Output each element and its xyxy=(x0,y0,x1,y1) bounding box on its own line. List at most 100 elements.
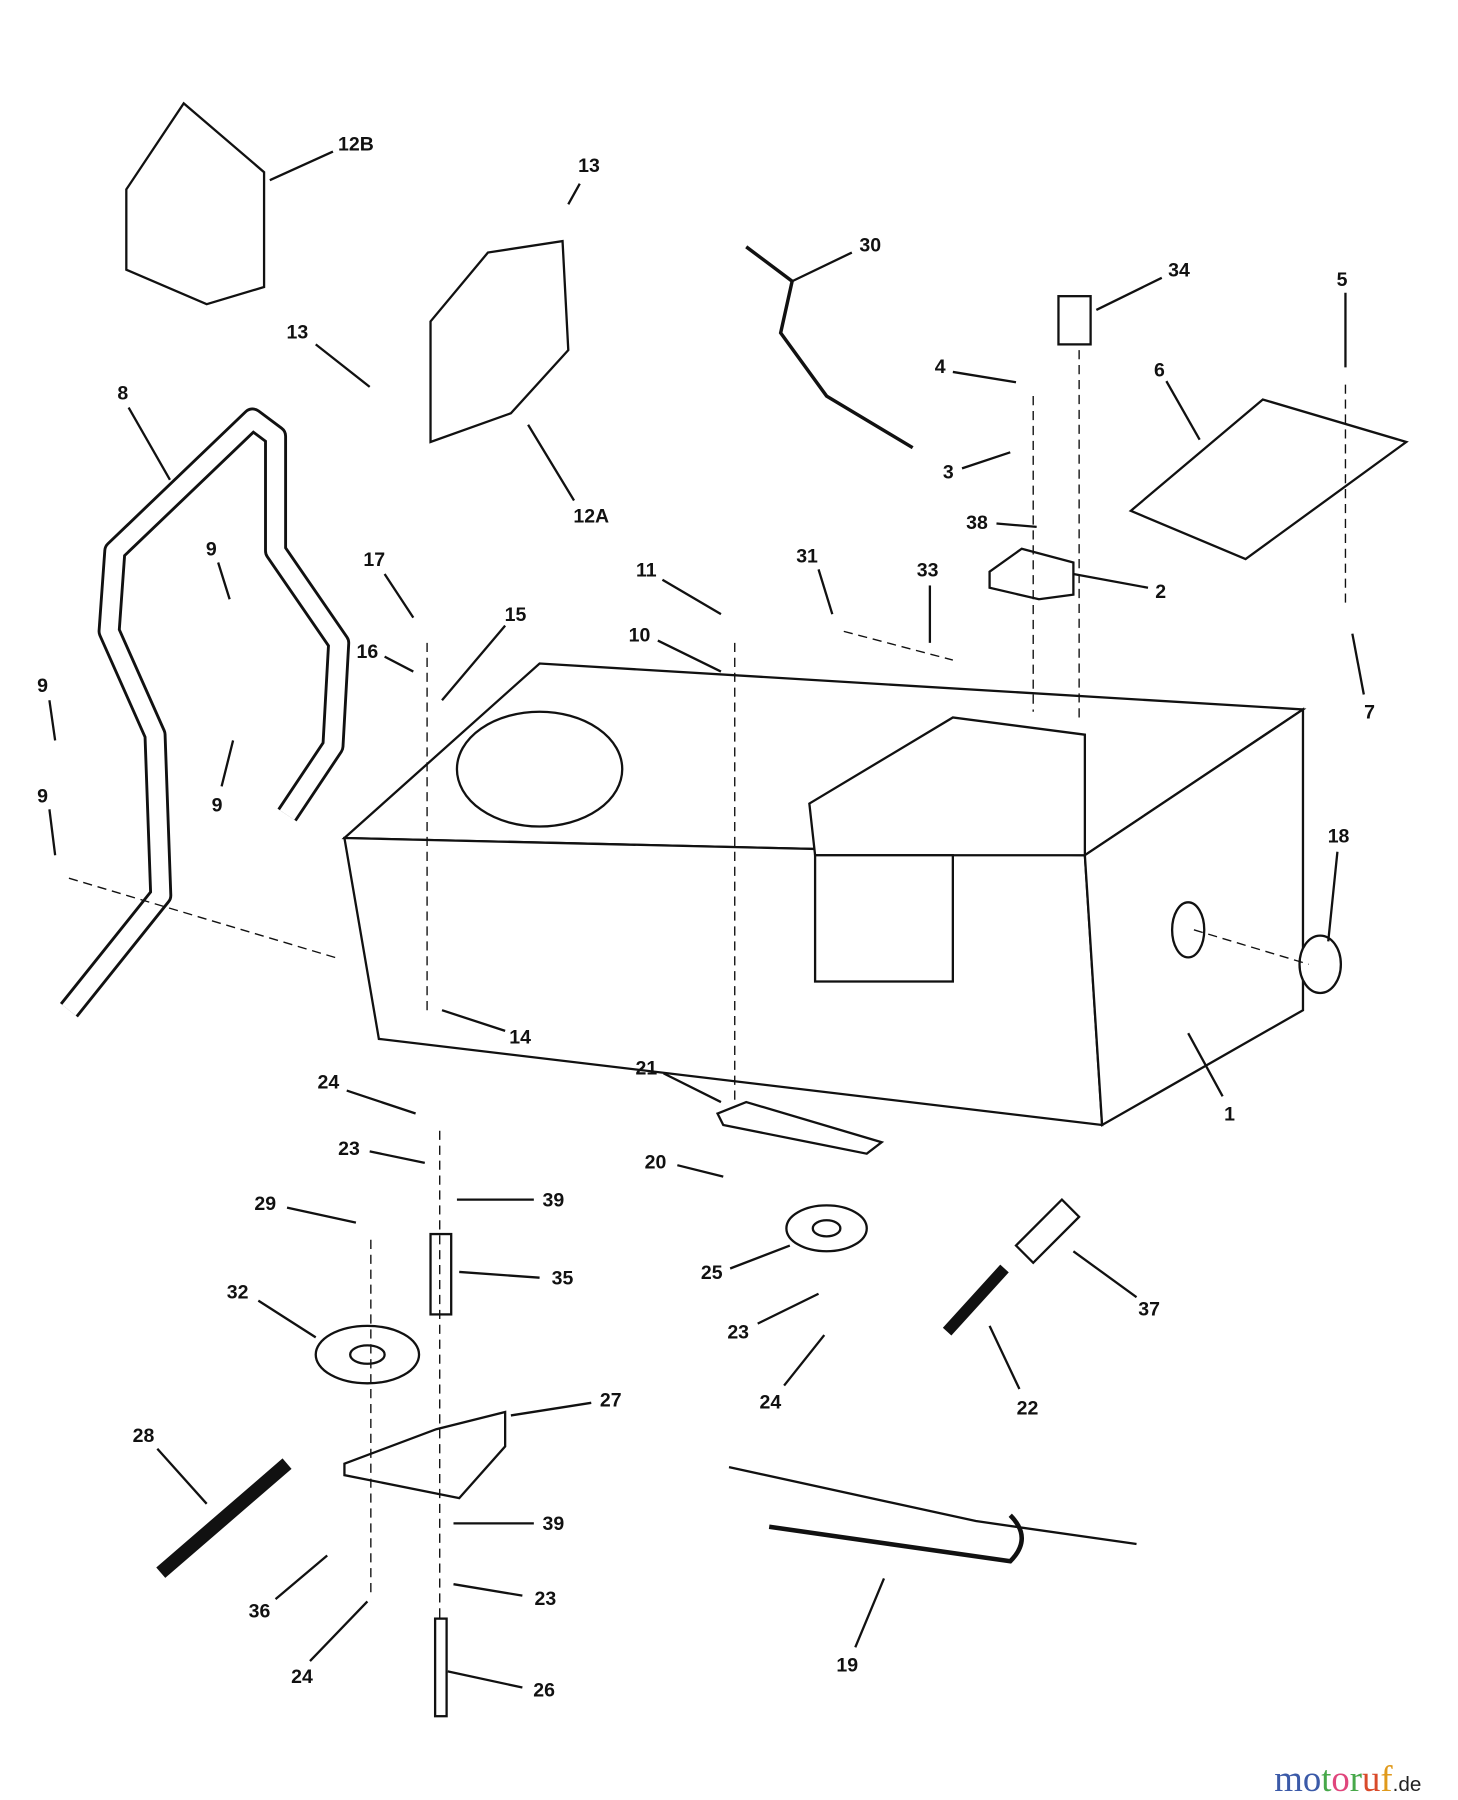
callout-29: 29 xyxy=(254,1193,357,1224)
leader-line xyxy=(1187,1032,1224,1097)
callout-number: 28 xyxy=(133,1425,155,1447)
callout-number: 8 xyxy=(117,382,128,404)
callout-number: 24 xyxy=(318,1071,340,1093)
leader-line xyxy=(988,1325,1021,1390)
callout-24: 24 xyxy=(318,1071,416,1115)
callout-number: 21 xyxy=(635,1057,657,1079)
callout-number: 12A xyxy=(573,505,609,527)
callout-14: 14 xyxy=(441,1009,531,1048)
callout-13: 13 xyxy=(567,155,600,205)
callout-number: 39 xyxy=(543,1513,565,1535)
callout-number: 18 xyxy=(1328,826,1350,848)
callout-38: 38 xyxy=(966,512,1037,534)
callout-24: 24 xyxy=(291,1600,369,1688)
callout-9: 9 xyxy=(212,740,235,817)
spacer-35 xyxy=(429,1232,453,1316)
callout-number: 14 xyxy=(509,1026,531,1048)
watermark-name: motoruf xyxy=(1274,1758,1393,1799)
callout-6: 6 xyxy=(1154,360,1201,441)
callout-number: 26 xyxy=(533,1680,555,1702)
callout-9: 9 xyxy=(37,675,57,741)
callout-number: 38 xyxy=(966,512,988,534)
callout-number: 11 xyxy=(636,559,657,581)
leader-line xyxy=(567,183,581,205)
callout-number: 3 xyxy=(943,462,954,484)
callout-18: 18 xyxy=(1327,826,1350,942)
leader-line xyxy=(791,251,853,283)
callout-number: 23 xyxy=(727,1322,749,1344)
leader-line xyxy=(48,809,57,856)
leader-line xyxy=(220,740,235,787)
leader-line xyxy=(274,1554,328,1600)
leader-line xyxy=(441,1009,506,1032)
watermark-logo: motoruf.de xyxy=(1274,1758,1421,1799)
dashed-alignment-lines xyxy=(68,350,1347,1619)
cover-plate-6 xyxy=(1128,398,1409,561)
leader-line xyxy=(757,1292,820,1325)
callout-number: 23 xyxy=(338,1138,360,1160)
shield-12b xyxy=(125,101,266,306)
pulley-25 xyxy=(785,1204,868,1253)
spring-28 xyxy=(156,1458,292,1578)
callout-9: 9 xyxy=(206,539,231,600)
leader-line xyxy=(346,1089,416,1115)
callout-number: 20 xyxy=(645,1152,667,1174)
callout-27: 27 xyxy=(510,1389,622,1417)
bolt-26 xyxy=(433,1617,448,1718)
callout-number: 32 xyxy=(227,1281,249,1303)
leader-line xyxy=(1165,380,1201,441)
callout-28: 28 xyxy=(133,1425,208,1505)
leader-line xyxy=(657,639,722,673)
callout-number: 7 xyxy=(1364,702,1375,724)
leader-line xyxy=(1072,1250,1138,1299)
callout-12B: 12B xyxy=(269,133,374,182)
leader-line xyxy=(309,1600,369,1662)
callout-3: 3 xyxy=(943,451,1011,484)
spring-22 xyxy=(942,1264,1009,1336)
callout-20: 20 xyxy=(645,1152,724,1178)
callout-25: 25 xyxy=(701,1244,791,1284)
leader-line xyxy=(854,1578,886,1648)
callout-10: 10 xyxy=(629,625,722,673)
leader-line xyxy=(996,522,1037,529)
leader-line xyxy=(1351,633,1365,695)
callout-number: 37 xyxy=(1138,1299,1160,1321)
callout-number: 24 xyxy=(759,1392,781,1414)
switch-34 xyxy=(1057,295,1092,346)
callout-39: 39 xyxy=(453,1513,564,1535)
callout-11: 11 xyxy=(636,559,722,616)
callout-number: 29 xyxy=(254,1193,276,1215)
callout-8: 8 xyxy=(117,382,171,481)
callout-37: 37 xyxy=(1072,1250,1160,1321)
callout-number: 24 xyxy=(291,1666,313,1688)
leader-line xyxy=(369,1150,426,1165)
callout-number: 9 xyxy=(37,675,48,697)
leader-line xyxy=(817,569,834,615)
callout-1: 1 xyxy=(1187,1032,1235,1125)
callout-12A: 12A xyxy=(527,424,609,527)
leader-line xyxy=(663,1072,722,1104)
callout-number: 17 xyxy=(363,549,385,571)
seal-18 xyxy=(1298,934,1343,995)
leader-line xyxy=(1073,572,1149,589)
callout-30: 30 xyxy=(791,234,881,283)
leader-line xyxy=(510,1401,592,1417)
callout-number: 23 xyxy=(534,1588,556,1610)
callout-number: 31 xyxy=(796,546,818,568)
leader-line xyxy=(383,573,415,619)
callout-24: 24 xyxy=(759,1334,826,1414)
leader-line xyxy=(269,150,334,182)
callout-32: 32 xyxy=(227,1281,317,1339)
callout-13: 13 xyxy=(287,322,371,388)
cable-19 xyxy=(728,1465,1137,1564)
callout-23: 23 xyxy=(453,1583,556,1610)
callout-2: 2 xyxy=(1073,572,1166,603)
callout-21: 21 xyxy=(635,1057,722,1104)
callout-7: 7 xyxy=(1351,633,1375,724)
leader-line xyxy=(729,1244,791,1270)
callout-number: 2 xyxy=(1155,581,1166,603)
leader-line xyxy=(156,1447,208,1505)
callout-number: 22 xyxy=(1017,1397,1039,1419)
leader-line xyxy=(447,1670,523,1689)
